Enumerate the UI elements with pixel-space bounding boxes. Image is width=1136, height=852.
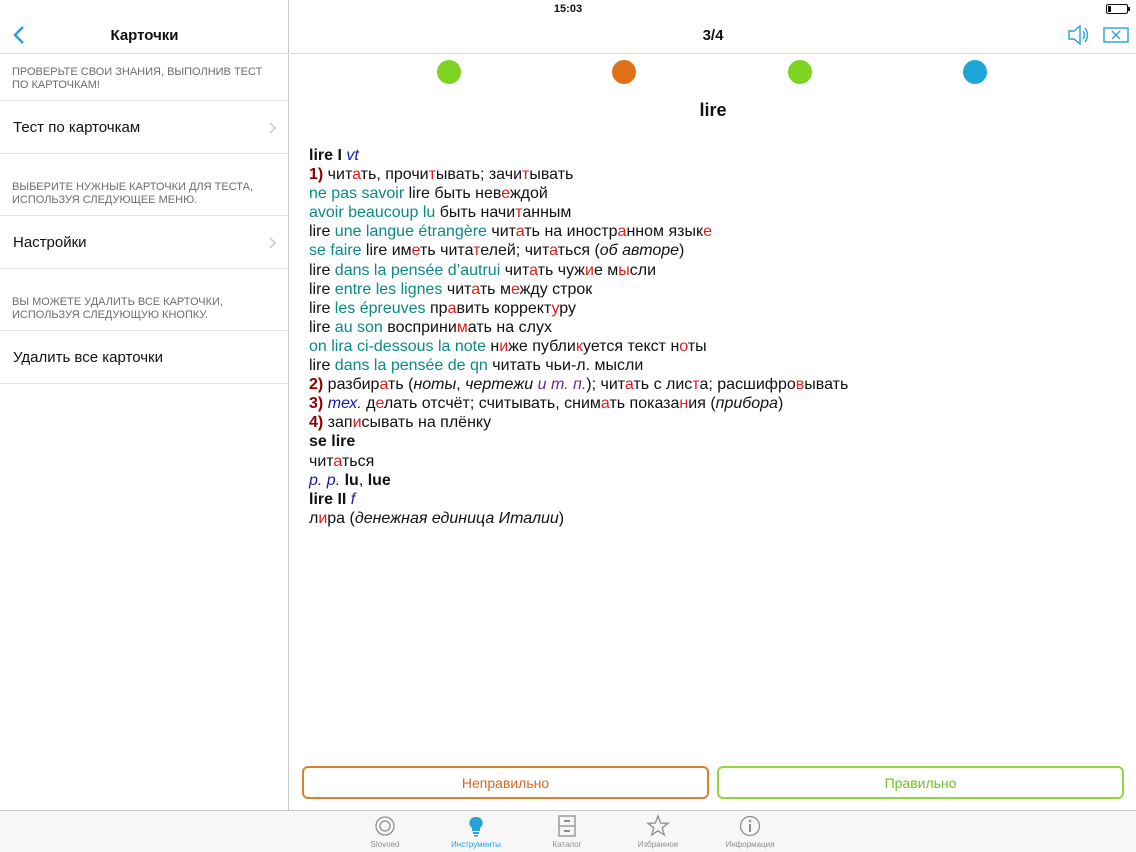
sidebar: Карточки ПРОВЕРЬТЕ СВОИ ЗНАНИЯ, ВЫПОЛНИВ…	[0, 0, 289, 810]
chevron-right-icon	[269, 237, 277, 249]
entry-line[interactable]: lire entre les lignes читать между строк	[309, 280, 593, 298]
progress-dot	[437, 60, 461, 84]
progress-dot	[963, 60, 987, 84]
entry-line[interactable]: lire une langue étrangère читать на инос…	[309, 223, 713, 241]
tab-label: Информация	[725, 840, 775, 849]
progress-dot	[612, 60, 636, 84]
tab-label: Slovoed	[370, 840, 400, 849]
entry-line: se lire	[309, 433, 356, 451]
entry-line[interactable]: lire dans la pensée de qn читать чьи-л. …	[309, 357, 644, 375]
entry-line: avoir beaucoup lu быть начитанным	[309, 204, 572, 222]
card-counter: 3/4	[702, 27, 724, 44]
entry-line[interactable]: lire au son воспринимать на слух	[309, 318, 552, 336]
entry-line[interactable]: se faire lire иметь читателей; читаться …	[309, 242, 685, 260]
battery-icon	[1106, 4, 1130, 14]
tab-favorites[interactable]: Избранное	[618, 814, 698, 849]
entry-line: lire II f	[309, 490, 356, 508]
entry-line: 2) разбирать (ноты, чертежи и т. п.); чи…	[309, 376, 849, 394]
sidebar-item-label: Удалить все карточки	[13, 349, 163, 366]
back-chevron-icon[interactable]	[8, 22, 32, 48]
main-panel: 3/4 lire lire I vt 1) читать, прочитывать…	[290, 0, 1136, 810]
entry-line[interactable]: lire les épreuves править корректуру	[309, 299, 576, 317]
sidebar-note-delete: ВЫ МОЖЕТЕ УДАЛИТЬ ВСЕ КАРТОЧКИ, ИСПОЛЬЗУ…	[12, 296, 223, 321]
lightbulb-icon	[469, 816, 483, 837]
tab-catalog[interactable]: Каталог	[527, 814, 607, 849]
sidebar-item-label: Настройки	[13, 234, 87, 251]
tab-bar: Slovoed Инструменты Каталог Избранное Ин…	[0, 810, 1136, 852]
progress-dot	[788, 60, 812, 84]
tab-label: Избранное	[637, 840, 679, 849]
speaker-icon[interactable]	[1066, 22, 1090, 48]
chevron-right-icon	[269, 122, 277, 134]
sidebar-note-settings: ВЫБЕРИТЕ НУЖНЫЕ КАРТОЧКИ ДЛЯ ТЕСТА, ИСПО…	[12, 181, 254, 206]
entry-line: on lira ci-dessous la note ниже публикуе…	[309, 337, 707, 355]
entry-line[interactable]: lire dans la pensée d’autrui читать чужи…	[309, 261, 657, 279]
card-headword: lire	[699, 100, 727, 120]
main-header: 3/4	[290, 18, 1136, 54]
close-card-icon[interactable]	[1102, 22, 1130, 48]
info-icon	[739, 815, 761, 837]
entry-line: 3) тех. делать отсчёт; считывать, снимат…	[309, 395, 784, 413]
entry-line: 1) читать, прочитывать; зачитывать	[309, 166, 574, 184]
sidebar-item-card-test[interactable]: Тест по карточкам	[0, 100, 289, 154]
dictionary-entry: lire I vt 1) читать, прочитывать; зачитыв…	[309, 146, 1109, 528]
entry-line: читаться	[309, 452, 375, 470]
sidebar-item-label: Тест по карточкам	[13, 119, 141, 136]
tab-tools[interactable]: Инструменты	[436, 814, 516, 849]
right-button[interactable]: Правильно	[717, 766, 1124, 799]
cabinet-icon	[558, 815, 576, 837]
sidebar-item-delete-all[interactable]: Удалить все карточки	[0, 330, 289, 384]
entry-line: лира (денежная единица Италии)	[309, 509, 565, 527]
sidebar-title: Карточки	[110, 27, 179, 44]
entry-line: lire I vt	[309, 147, 359, 164]
star-icon	[646, 814, 670, 837]
sidebar-note-test: ПРОВЕРЬТЕ СВОИ ЗНАНИЯ, ВЫПОЛНИВ ТЕСТ ПО …	[12, 66, 263, 91]
entry-line: 4) записывать на плёнку	[309, 414, 492, 432]
sidebar-item-settings[interactable]: Настройки	[0, 215, 289, 269]
slovoed-icon	[375, 816, 395, 836]
entry-line: p. p. lu, lue	[309, 471, 391, 489]
status-time: 15:03	[553, 3, 583, 15]
tab-slovoed[interactable]: Slovoed	[345, 814, 425, 849]
wrong-button[interactable]: Неправильно	[302, 766, 709, 799]
tab-info[interactable]: Информация	[710, 814, 790, 849]
sidebar-header: Карточки	[0, 18, 289, 54]
tab-label: Каталог	[552, 840, 582, 849]
tab-label: Инструменты	[451, 840, 501, 849]
entry-line[interactable]: ne pas savoir lire быть невеждой	[309, 185, 548, 203]
progress-dots	[290, 60, 1136, 86]
